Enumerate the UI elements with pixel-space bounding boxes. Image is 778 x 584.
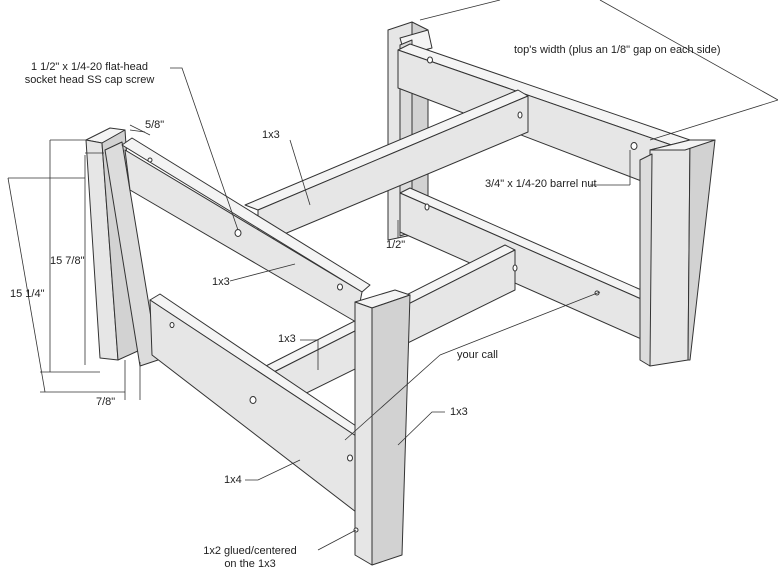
label-top-width: top's width (plus an 1/8" gap on each si…: [514, 44, 721, 56]
label-your-call: your call: [457, 349, 498, 361]
back-right-leg: [639, 139, 716, 367]
front-upper-rail: [121, 137, 371, 293]
label-screw-line1: 1 1/2" x 1/4-20 flat-head: [30, 61, 149, 73]
leader-lines: [7, 0, 778, 551]
label-half: 1/2": [386, 239, 406, 251]
label-screw: 1 1/2" x 1/4-20 flat-head socket head SS…: [2, 61, 177, 87]
label-7-8: 7/8": [96, 396, 116, 408]
front-left-leg: [85, 127, 159, 367]
screw-holes: [147, 56, 638, 533]
label-cross-upper: 1x3: [262, 129, 280, 141]
front-right-leg: [354, 289, 411, 566]
label-5-8: 5/8": [145, 119, 165, 131]
label-15-1-4: 15 1/4": [10, 288, 45, 300]
label-cross-lower: 1x3: [278, 333, 296, 345]
label-barrel-nut: 3/4" x 1/4-20 barrel nut: [485, 178, 597, 190]
label-front-rail: 1x3: [212, 276, 230, 288]
label-glued: 1x2 glued/centered on the 1x3: [185, 545, 315, 571]
label-15-7-8: 15 7/8": [50, 255, 85, 267]
label-glued-line2: on the 1x3: [224, 558, 276, 570]
label-screw-line2: socket head SS cap screw: [24, 74, 155, 86]
label-leg: 1x3: [450, 406, 468, 418]
label-glued-line1: 1x2 glued/centered: [203, 545, 297, 557]
label-lower-rail: 1x4: [224, 474, 242, 486]
